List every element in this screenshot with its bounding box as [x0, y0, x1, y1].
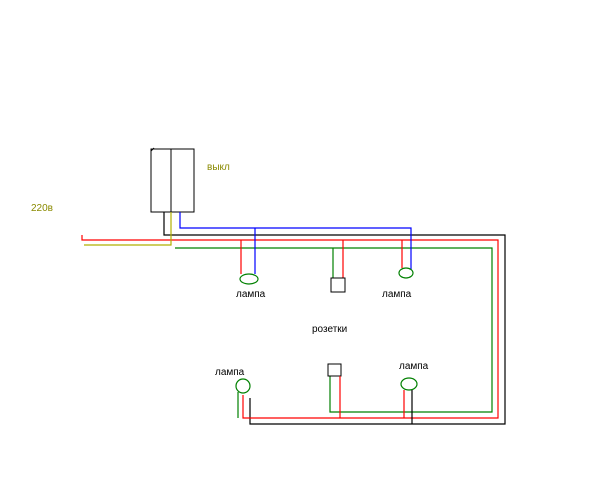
lamp-2	[398, 267, 414, 279]
lamp-1-label: лампа	[236, 289, 266, 300]
lamp-4	[400, 377, 418, 391]
switch-box	[150, 147, 195, 213]
sockets-label: розетки	[312, 324, 348, 335]
lamp-4-label: лампа	[399, 361, 429, 372]
lamp-3	[235, 378, 251, 394]
lamp-1	[239, 273, 259, 285]
socket-1	[330, 277, 346, 293]
switched-wire	[179, 212, 412, 270]
socket-2	[327, 363, 342, 377]
voltage-label: 220в	[31, 203, 53, 214]
phase-wire	[81, 235, 499, 419]
lamp-3-label: лампа	[215, 367, 245, 378]
feed-wire	[84, 212, 172, 246]
earth-wire	[163, 212, 506, 425]
switch-label: выкл	[207, 162, 230, 173]
lamp-2-label: лампа	[382, 289, 412, 300]
neutral-wire	[175, 247, 493, 413]
